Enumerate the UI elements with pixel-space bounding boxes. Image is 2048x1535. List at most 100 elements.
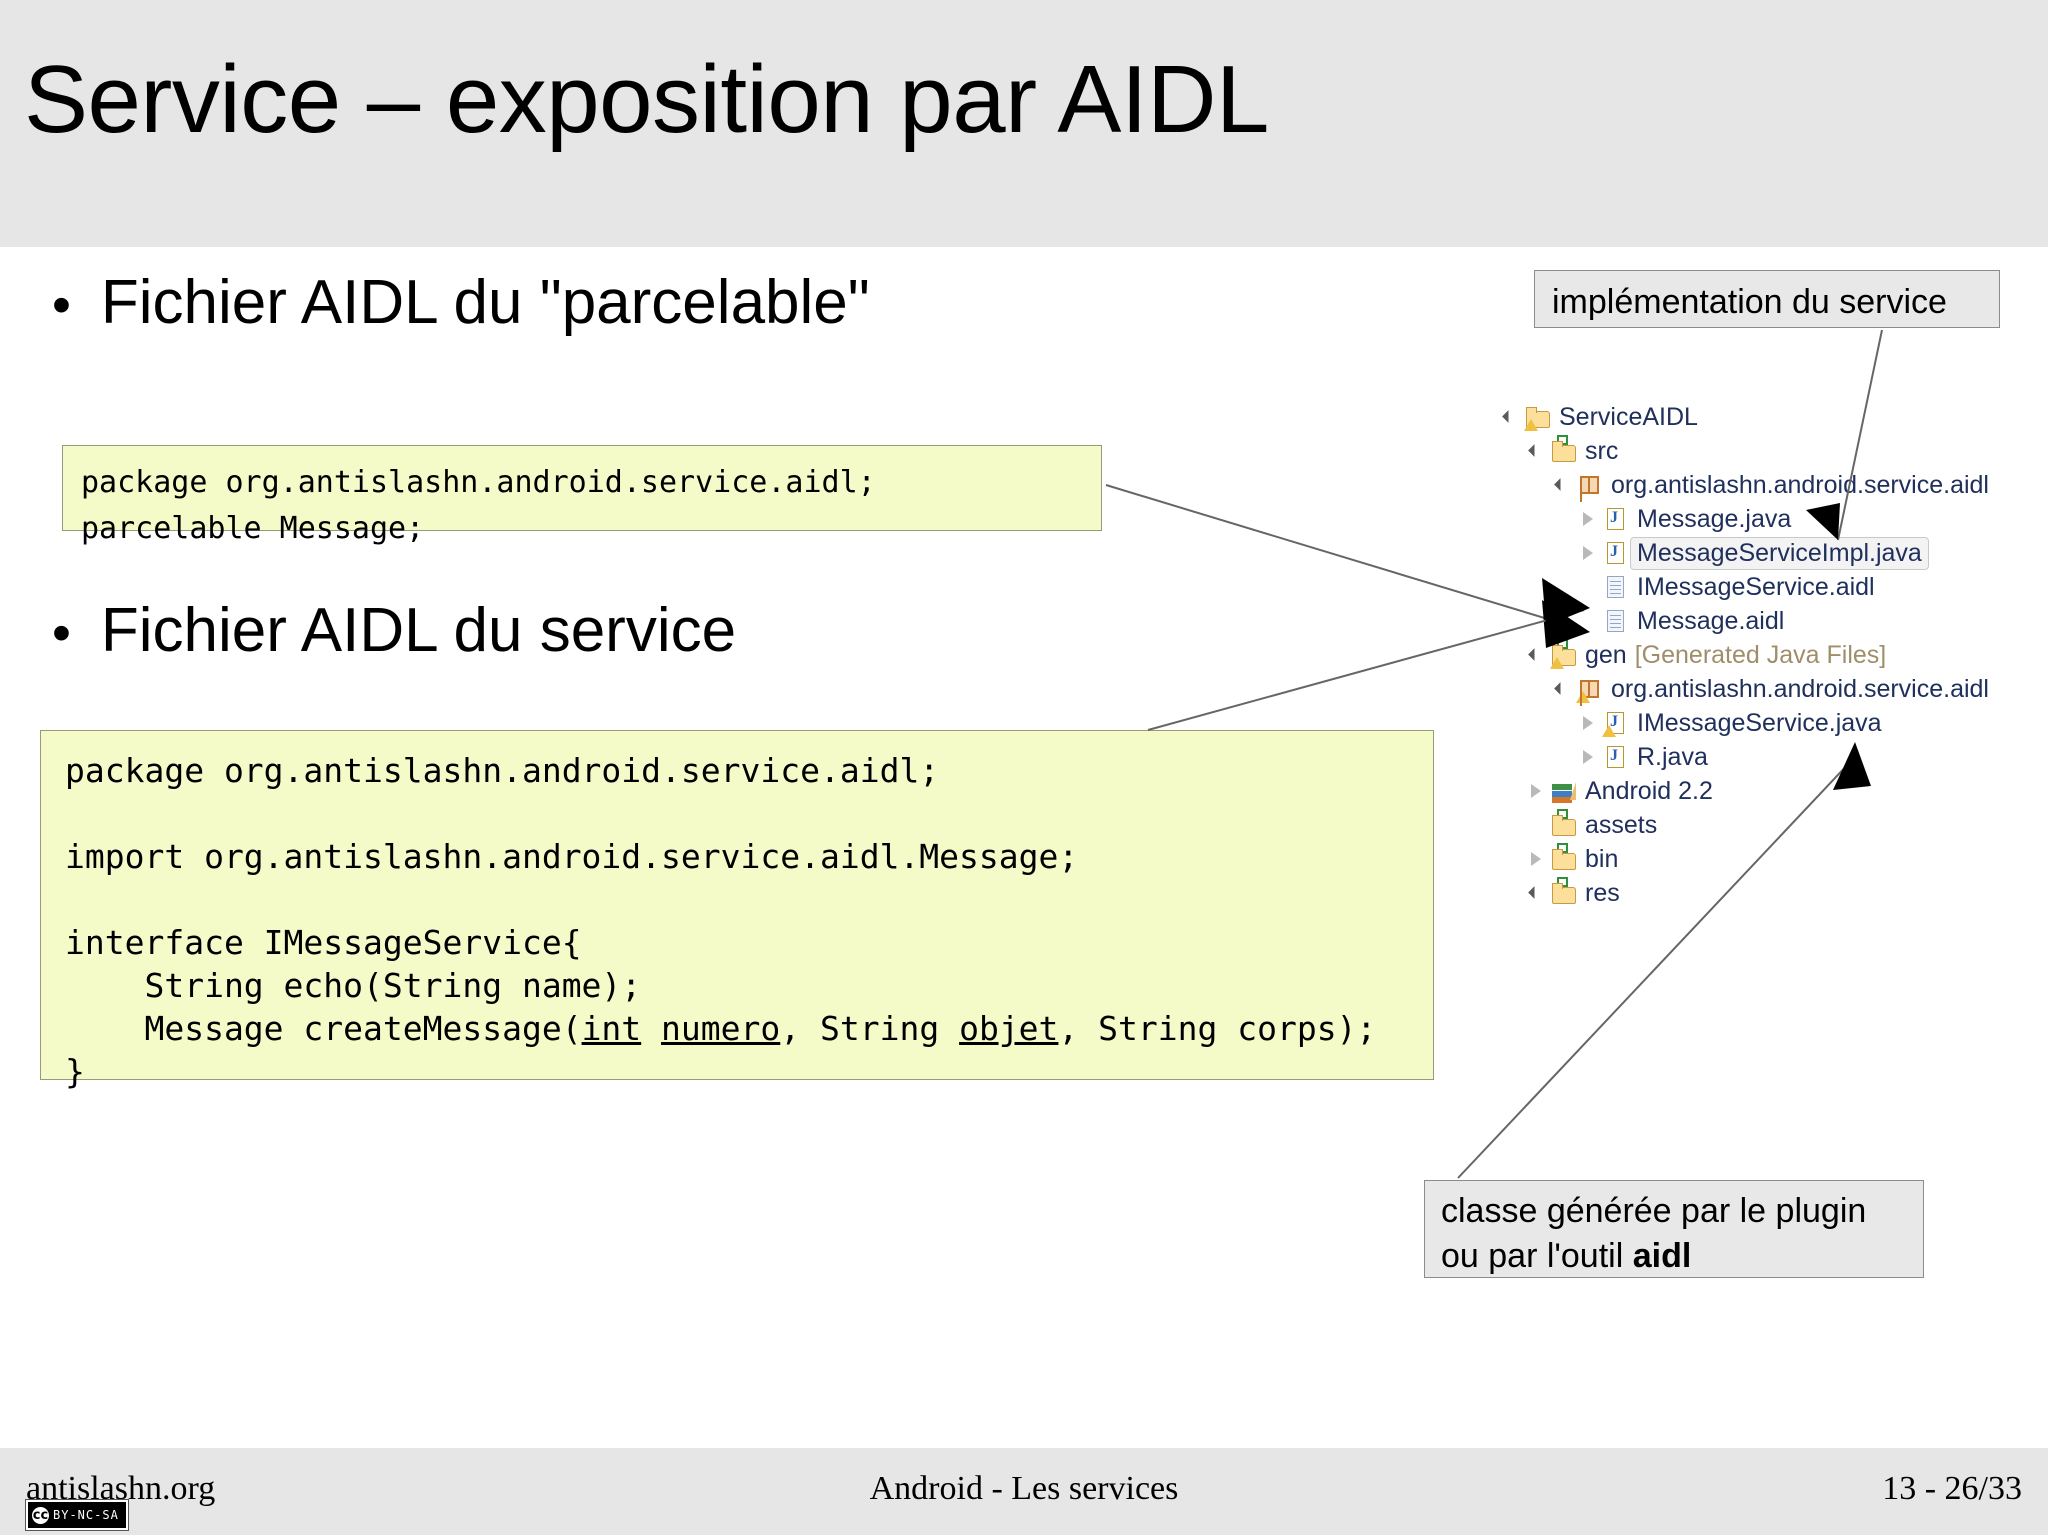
tree-item-assets[interactable]: assets [1526, 808, 1657, 842]
code-token-int: int [581, 1009, 642, 1048]
tree-item-label: org.antislashn.android.service.aidl [1611, 470, 1989, 499]
code-token-space [641, 1009, 661, 1048]
warning-badge-icon [1550, 657, 1564, 669]
java-file-icon [1602, 710, 1630, 737]
chevron-right-icon[interactable] [1526, 849, 1546, 869]
source-badge-icon [1557, 843, 1568, 853]
java-file-icon [1602, 744, 1630, 770]
footer-page-number: 13 - 26/33 [1882, 1470, 2022, 1507]
warning-badge-icon [1602, 725, 1616, 737]
twisty-spacer [1526, 815, 1546, 835]
code-line-interface: interface IMessageService{ [65, 923, 582, 962]
file-icon [1602, 574, 1630, 600]
source-badge-icon [1557, 435, 1568, 445]
code-block-parcelable-aidl: package org.antislashn.android.service.a… [62, 445, 1102, 546]
tree-item-org-antislashn-android-service-aidl[interactable]: org.antislashn.android.service.aidl [1552, 468, 1989, 502]
tree-item-label: gen [1585, 640, 1627, 669]
android-project-icon [1524, 404, 1552, 431]
java-file-icon [1602, 506, 1630, 532]
tree-item-serviceaidl[interactable]: ServiceAIDL [1500, 400, 1698, 434]
tree-item-label: src [1585, 436, 1619, 465]
tree-item-suffix: [Generated Java Files] [1634, 640, 1887, 669]
bullet-marker-icon: • [52, 603, 71, 663]
tree-item-bin[interactable]: bin [1526, 842, 1618, 876]
tree-item-message-java[interactable]: Message.java [1578, 502, 1791, 536]
folder-icon [1550, 843, 1578, 872]
warning-badge-icon [1524, 419, 1538, 431]
tree-item-imessageservice-aidl[interactable]: IMessageService.aidl [1578, 570, 1875, 604]
tree-item-src[interactable]: src [1526, 434, 1618, 468]
bullet-item-service: • Fichier AIDL du service [52, 600, 736, 662]
callout-line-2-prefix: ou par l'outil [1441, 1237, 1633, 1275]
code-token-tail: , String corps); [1058, 1009, 1377, 1048]
source-badge-icon [1557, 639, 1568, 649]
chevron-down-icon[interactable] [1552, 475, 1572, 495]
bullet-item-parcelable: • Fichier AIDL du "parcelable" [52, 272, 870, 334]
page-title: Service – exposition par AIDL [24, 46, 1269, 153]
source-folder-icon [1550, 435, 1578, 464]
chevron-down-icon[interactable] [1526, 883, 1546, 903]
bullet-label: Fichier AIDL du service [100, 596, 737, 665]
tree-item-label: Message.java [1637, 504, 1792, 533]
chevron-right-icon[interactable] [1526, 781, 1546, 801]
tree-item-r-java[interactable]: R.java [1578, 740, 1708, 774]
tree-item-label: bin [1585, 844, 1619, 873]
source-badge-icon [1557, 877, 1568, 887]
chevron-down-icon[interactable] [1552, 679, 1572, 699]
code-line-echo: String echo(String name); [65, 966, 642, 1005]
footer-band [0, 1448, 2048, 1535]
title-band: Service – exposition par AIDL [0, 0, 2048, 247]
tree-item-message-aidl[interactable]: Message.aidl [1578, 604, 1784, 638]
tree-item-org-antislashn-android-service-aidl[interactable]: org.antislashn.android.service.aidl [1552, 672, 1989, 706]
code-token-numero: numero [661, 1009, 781, 1048]
folder-icon [1550, 809, 1578, 838]
callout-line-2-tool: aidl [1632, 1237, 1692, 1275]
project-explorer-tree[interactable]: ServiceAIDL src org.antislashn.android.ser… [1500, 400, 2040, 930]
cc-mark: cc [32, 1506, 49, 1524]
code-token-sep1: , String [780, 1009, 960, 1048]
chevron-down-icon[interactable] [1526, 645, 1546, 665]
bullet-marker-icon: • [52, 275, 71, 335]
callout-implementation-du-service: implémentation du service [1534, 270, 2000, 328]
warning-badge-icon [1576, 691, 1590, 703]
chevron-right-icon[interactable] [1578, 713, 1598, 733]
code-line-import: import org.antislashn.android.service.ai… [65, 837, 1079, 876]
tree-item-res[interactable]: res [1526, 876, 1620, 910]
tree-item-label: org.antislashn.android.service.aidl [1611, 674, 1989, 703]
package-icon [1576, 472, 1604, 498]
footer-deck-title: Android - Les services [869, 1470, 1179, 1507]
tree-item-messageserviceimpl-java[interactable]: MessageServiceImpl.java [1578, 536, 1929, 570]
tree-item-label: IMessageService.java [1637, 708, 1882, 737]
tree-item-label: R.java [1637, 742, 1708, 771]
chevron-right-icon[interactable] [1578, 509, 1598, 529]
code-token-objet: objet [959, 1009, 1059, 1048]
chevron-right-icon[interactable] [1578, 543, 1598, 563]
tree-item-imessageservice-java[interactable]: IMessageService.java [1578, 706, 1882, 740]
code-block-service-aidl: package org.antislashn.android.service.a… [40, 730, 1434, 1091]
cc-license-text: BY-NC-SA [53, 1508, 119, 1522]
code-line-package: package org.antislashn.android.service.a… [65, 751, 940, 790]
tree-item-label: res [1585, 878, 1620, 907]
package-icon [1576, 676, 1604, 703]
chevron-right-icon[interactable] [1578, 747, 1598, 767]
chevron-down-icon[interactable] [1500, 407, 1520, 427]
tree-item-label: assets [1585, 810, 1658, 839]
twisty-spacer [1578, 611, 1598, 631]
java-file-icon [1602, 540, 1630, 566]
creative-commons-badge-icon: cc BY-NC-SA [25, 1499, 129, 1531]
code-line-createmessage-a: Message createMessage( [65, 1009, 582, 1048]
twisty-spacer [1578, 577, 1598, 597]
tree-item-label: Message.aidl [1637, 606, 1785, 635]
folder-icon [1550, 877, 1578, 906]
bullet-label: Fichier AIDL du "parcelable" [100, 268, 870, 337]
tree-item-android-2-2[interactable]: Android 2.2 [1526, 774, 1713, 808]
code-line-close-brace: } [65, 1052, 85, 1091]
tree-item-label: IMessageService.aidl [1637, 572, 1875, 601]
library-icon [1550, 778, 1578, 804]
tree-item-gen[interactable]: gen[Generated Java Files] [1526, 638, 1886, 672]
tree-item-label: Android 2.2 [1585, 776, 1713, 805]
tree-item-label: ServiceAIDL [1559, 402, 1698, 431]
source-folder-icon [1550, 639, 1578, 669]
chevron-down-icon[interactable] [1526, 441, 1546, 461]
